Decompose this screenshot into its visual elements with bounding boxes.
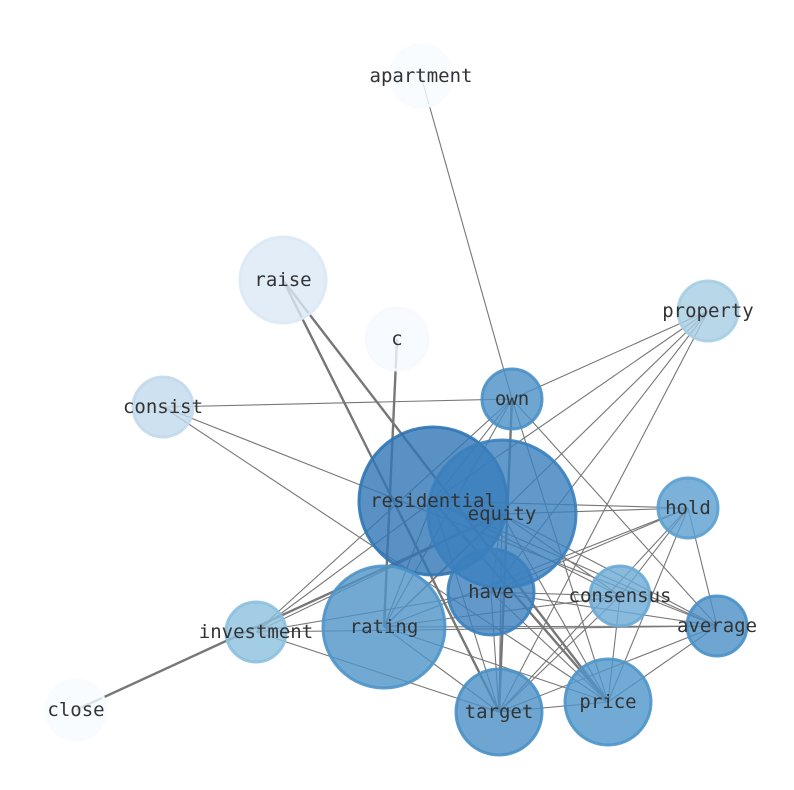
node-label-investment: investment: [199, 621, 313, 643]
node-label-residential: residential: [370, 490, 496, 512]
node-consist[interactable]: [131, 375, 195, 439]
node-label-raise: raise: [254, 269, 311, 291]
node-c[interactable]: [364, 306, 430, 372]
node-close[interactable]: [44, 678, 108, 742]
node-label-consist: consist: [123, 396, 203, 418]
edge-property-own: [511, 310, 709, 400]
edge-own-average: [511, 398, 718, 627]
node-apartment[interactable]: [388, 43, 454, 109]
node-average[interactable]: [685, 594, 749, 658]
node-target[interactable]: [454, 667, 544, 757]
node-raise[interactable]: [238, 235, 328, 325]
node-consensus[interactable]: [588, 564, 652, 628]
node-label-price: price: [579, 691, 636, 713]
node-label-close: close: [47, 699, 104, 721]
edge-consist-own: [162, 398, 513, 408]
node-investment[interactable]: [224, 600, 288, 664]
edge-property-target: [498, 310, 709, 713]
node-property[interactable]: [676, 279, 740, 343]
node-rating[interactable]: [321, 564, 447, 690]
node-label-consensus: consensus: [569, 585, 672, 607]
node-label-property: property: [662, 300, 754, 322]
node-label-rating: rating: [350, 616, 419, 638]
node-label-c: c: [391, 328, 402, 350]
node-have[interactable]: [446, 547, 536, 637]
node-hold[interactable]: [656, 476, 720, 540]
node-label-target: target: [465, 701, 534, 723]
node-label-own: own: [495, 388, 529, 410]
node-own[interactable]: [480, 367, 544, 431]
node-label-average: average: [677, 615, 757, 637]
node-label-apartment: apartment: [370, 65, 473, 87]
edge-apartment-own: [420, 75, 513, 400]
node-label-hold: hold: [665, 497, 711, 519]
node-label-have: have: [468, 581, 514, 603]
node-price[interactable]: [563, 657, 653, 747]
node-label-equity: equity: [468, 503, 537, 525]
